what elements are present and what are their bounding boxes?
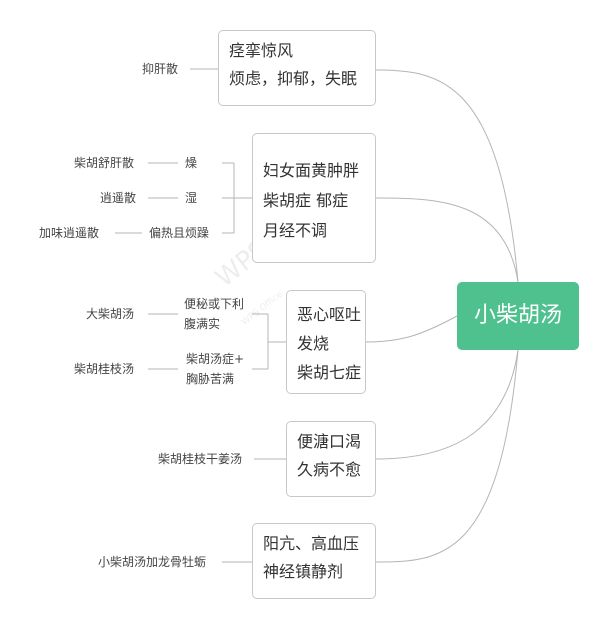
b2-condition-3[interactable]: 偏热且烦躁 (149, 226, 210, 240)
branch-4-line-2: 久病不愈 (297, 460, 362, 479)
root-node[interactable]: 小柴胡汤 (457, 282, 579, 350)
b5-formula[interactable]: 小柴胡汤加龙骨牡蛎 (98, 555, 207, 569)
branch-3-line-3: 柴胡七症 (297, 363, 362, 382)
b3-condition-2-line-1[interactable]: 柴胡汤症+ (186, 352, 245, 366)
link-root-b2 (375, 197, 519, 283)
branch-4-line-1: 便溏口渴 (297, 432, 362, 451)
b2-condition-1[interactable]: 燥 (185, 156, 198, 170)
b3-condition-1-line-1[interactable]: 便秘或下利 (184, 297, 245, 311)
branch-node-3[interactable]: 恶心呕吐 发烧 柴胡七症 (286, 290, 366, 394)
b2-formula-3[interactable]: 加味逍遥散 (39, 226, 100, 240)
branch-5-line-1: 阳亢、高血压 (263, 534, 360, 553)
branch-1-line-1: 痉挛惊风 (229, 41, 294, 60)
link-root-b1 (375, 69, 519, 283)
link-root-b3 (365, 315, 458, 343)
b3-formula-2[interactable]: 柴胡桂枝汤 (74, 362, 135, 376)
branch-1-line-2: 烦虑，抑郁，失眠 (229, 69, 358, 88)
branch-2-line-2: 柴胡症 郁症 (263, 191, 349, 210)
branch-node-5[interactable]: 阳亢、高血压 神经镇静剂 (252, 523, 376, 599)
b4-formula[interactable]: 柴胡桂枝干姜汤 (158, 452, 243, 466)
link-b3-bracket (267, 314, 286, 369)
branch-2-line-1: 妇女面黄肿胖 (263, 161, 360, 180)
b3-condition-1-line-2[interactable]: 腹满实 (184, 317, 221, 331)
branch-3-line-2: 发烧 (297, 334, 330, 353)
b2-condition-2[interactable]: 湿 (185, 191, 198, 205)
b3-condition-2-line-2[interactable]: 胸胁苦满 (186, 372, 235, 386)
b1-formula[interactable]: 抑肝散 (142, 62, 179, 76)
branch-5-line-2: 神经镇静剂 (263, 562, 344, 581)
branch-3-line-1: 恶心呕吐 (297, 305, 362, 324)
b2-formula-1[interactable]: 柴胡舒肝散 (74, 156, 135, 170)
branch-node-2[interactable]: 妇女面黄肿胖 柴胡症 郁症 月经不调 (252, 133, 376, 263)
branch-node-4[interactable]: 便溏口渴 久病不愈 (286, 421, 376, 497)
link-root-b5 (375, 349, 519, 563)
link-b2-bracket (233, 163, 252, 233)
link-root-b4 (375, 349, 519, 460)
branch-node-1[interactable]: 痉挛惊风 烦虑，抑郁，失眠 (218, 30, 376, 106)
branch-2-line-3: 月经不调 (263, 221, 328, 240)
b2-formula-2[interactable]: 逍遥散 (100, 191, 137, 205)
b3-formula-1[interactable]: 大柴胡汤 (86, 307, 135, 321)
